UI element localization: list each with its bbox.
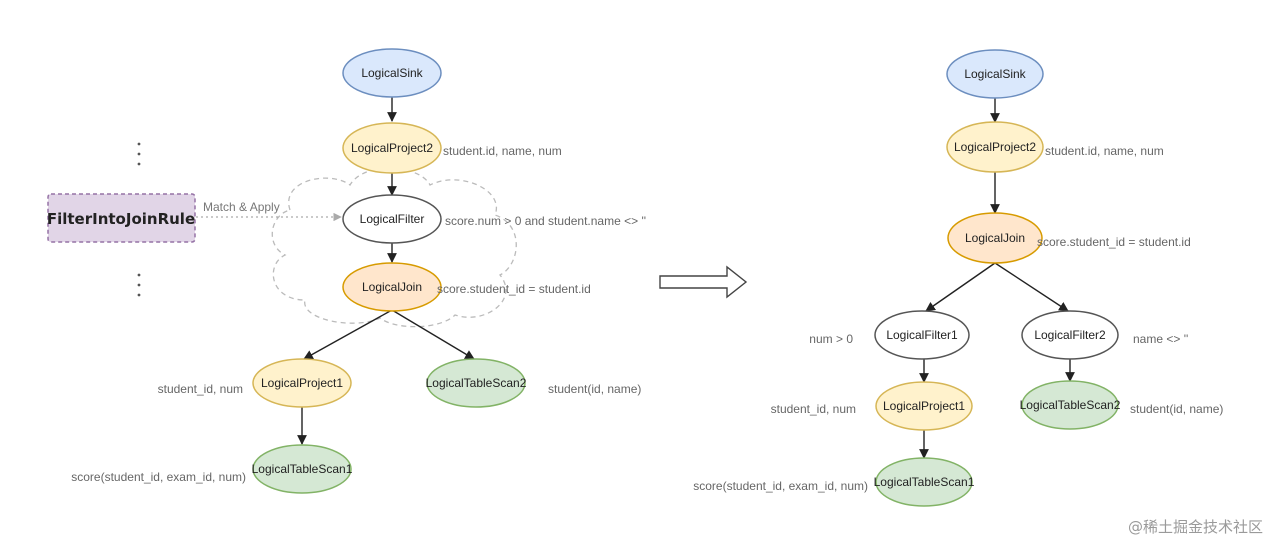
node-logical-join-left: LogicalJoin — [342, 262, 442, 312]
node-label: LogicalTableScan2 — [426, 376, 527, 390]
node-logical-project1-right: LogicalProject1 — [875, 381, 973, 431]
annotation-scan1-left: score(student_id, exam_id, num) — [71, 470, 246, 484]
watermark: @稀土掘金技术社区 — [1128, 518, 1263, 536]
node-label: LogicalFilter1 — [886, 328, 958, 342]
annotation-join-right: score.student_id = student.id — [1037, 235, 1191, 249]
rule-label: FilterIntoJoinRule — [47, 210, 195, 228]
node-label: LogicalProject2 — [351, 141, 433, 155]
node-label: LogicalFilter — [360, 212, 425, 226]
node-logical-project1-left: LogicalProject1 — [252, 358, 352, 408]
node-label: LogicalProject1 — [883, 399, 965, 413]
annotation-scan2-left: student(id, name) — [548, 382, 641, 396]
annotation-scan2-right: student(id, name) — [1130, 402, 1223, 416]
node-logical-tablescan1-right: LogicalTableScan1 — [874, 457, 975, 507]
annotation-project1-right: student_id, num — [771, 402, 856, 416]
node-label: LogicalSink — [964, 67, 1026, 81]
node-logical-filter1-right: LogicalFilter1 — [874, 310, 970, 360]
node-logical-tablescan2-right: LogicalTableScan2 — [1020, 380, 1121, 430]
annotation-scan1-right: score(student_id, exam_id, num) — [693, 479, 868, 493]
annotation-project2-left: student.id, name, num — [443, 144, 562, 158]
node-logical-filter2-right: LogicalFilter2 — [1021, 310, 1119, 360]
edge-join-filter2-right — [994, 262, 1069, 312]
node-logical-tablescan1-left: LogicalTableScan1 — [252, 444, 353, 494]
edge-join-scan2-left — [391, 309, 475, 360]
match-apply-label: Match & Apply — [203, 200, 280, 214]
node-label: LogicalProject1 — [261, 376, 343, 390]
transform-arrow — [659, 265, 748, 299]
node-label: LogicalTableScan1 — [874, 475, 975, 489]
node-logical-tablescan2-left: LogicalTableScan2 — [426, 358, 527, 408]
node-label: LogicalJoin — [362, 280, 422, 294]
node-logical-sink-left: LogicalSink — [342, 48, 442, 98]
node-logical-project2-left: LogicalProject2 — [342, 122, 442, 174]
annotation-filter1-right: num > 0 — [809, 332, 853, 346]
node-label: LogicalSink — [361, 66, 423, 80]
node-logical-project2-right: LogicalProject2 — [946, 121, 1044, 173]
node-label: LogicalProject2 — [954, 140, 1036, 154]
node-label: LogicalTableScan2 — [1020, 398, 1121, 412]
node-label: LogicalTableScan1 — [252, 462, 353, 476]
node-label: LogicalJoin — [965, 231, 1025, 245]
edge-join-filter1-right — [925, 262, 996, 312]
annotation-filter2-right: name <> '' — [1133, 332, 1188, 346]
annotation-project1-left: student_id, num — [158, 382, 243, 396]
node-label: LogicalFilter2 — [1034, 328, 1106, 342]
edge-join-project1-left — [303, 309, 393, 360]
annotation-project2-right: student.id, name, num — [1045, 144, 1164, 158]
ellipsis-top — [137, 142, 141, 166]
node-logical-join-right: LogicalJoin — [947, 212, 1043, 264]
annotation-join-left: score.student_id = student.id — [437, 282, 591, 296]
ellipsis-bottom — [137, 273, 141, 297]
node-logical-filter-left: LogicalFilter — [342, 194, 442, 244]
node-logical-sink-right: LogicalSink — [946, 49, 1044, 99]
filter-into-join-rule: FilterIntoJoinRule — [47, 193, 196, 243]
annotation-filter-left: score.num > 0 and student.name <> '' — [445, 214, 646, 228]
